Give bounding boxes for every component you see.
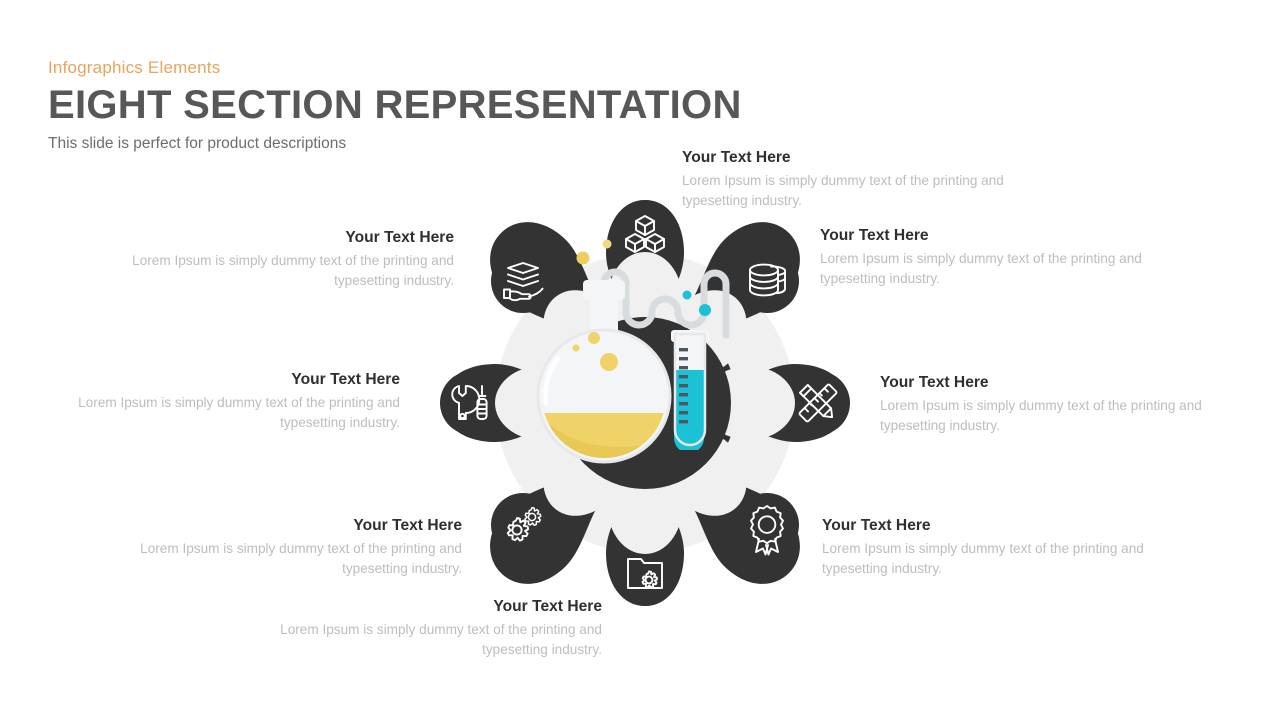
- page-title: EIGHT SECTION REPRESENTATION: [48, 83, 742, 128]
- section-callout-bottom: Your Text Here Lorem Ipsum is simply dum…: [250, 597, 602, 660]
- chemistry-lab-illustration: [536, 239, 730, 464]
- section-body-top: Lorem Ipsum is simply dummy text of the …: [682, 172, 1004, 208]
- eight-section-wheel: [440, 200, 850, 606]
- node-head-bottom-left: [491, 493, 555, 557]
- section-body-left: Lorem Ipsum is simply dummy text of the …: [78, 394, 400, 430]
- section-callout-top-left: Your Text Here Lorem Ipsum is simply dum…: [104, 228, 454, 291]
- condenser-tube: [600, 268, 730, 339]
- flask-highlight: [543, 355, 561, 406]
- database-stack-icon: [749, 263, 786, 297]
- section-title-left: Your Text Here: [291, 371, 400, 388]
- section-title-bottom: Your Text Here: [493, 598, 602, 615]
- section-callout-top-right: Your Text Here Lorem Ipsum is simply dum…: [820, 226, 1180, 289]
- section-title-top-right: Your Text Here: [820, 227, 929, 244]
- gears-icon: [506, 506, 542, 542]
- folder-gear-icon: [627, 558, 663, 589]
- pencil-ruler-icon: [798, 383, 838, 423]
- node-head-bottom: [613, 542, 677, 606]
- teal-bubble-1: [682, 290, 692, 300]
- test-tube-liquid: [674, 370, 704, 450]
- award-ribbon-icon: [750, 505, 784, 556]
- section-title-bottom-right: Your Text Here: [822, 517, 931, 534]
- section-body-bottom-right: Lorem Ipsum is simply dummy text of the …: [822, 540, 1144, 576]
- section-callout-bottom-left: Your Text Here Lorem Ipsum is simply dum…: [110, 516, 462, 579]
- section-title-right: Your Text Here: [880, 374, 989, 391]
- test-tube-graduations: [679, 348, 688, 424]
- eyebrow-label: Infographics Elements: [48, 58, 221, 77]
- escape-bubble-1: [576, 251, 590, 265]
- section-title-top-left: Your Text Here: [345, 229, 454, 246]
- teal-bubble-2: [699, 304, 711, 316]
- section-callout-bottom-right: Your Text Here Lorem Ipsum is simply dum…: [822, 516, 1182, 579]
- boxes-icon: [625, 215, 665, 253]
- test-tube-outline: [673, 332, 707, 447]
- section-body-right: Lorem Ipsum is simply dummy text of the …: [880, 397, 1202, 433]
- node-head-right: [786, 371, 850, 435]
- escape-bubble-2: [602, 239, 612, 249]
- wrench-screwdriver-icon: [451, 385, 488, 420]
- section-callout-left: Your Text Here Lorem Ipsum is simply dum…: [48, 370, 400, 433]
- slide-header: Infographics Elements EIGHT SECTION REPR…: [48, 58, 948, 154]
- flask-outline: [536, 328, 672, 464]
- section-callout-right: Your Text Here Lorem Ipsum is simply dum…: [880, 373, 1240, 436]
- node-head-left: [440, 371, 504, 435]
- node-head-top-left: [491, 249, 555, 313]
- hand-layers-icon: [503, 262, 544, 302]
- section-body-bottom: Lorem Ipsum is simply dummy text of the …: [280, 621, 602, 657]
- flask-bubble-small: [572, 344, 580, 352]
- slide-subtitle: This slide is perfect for product descri…: [48, 134, 347, 152]
- section-title-top: Your Text Here: [682, 149, 791, 166]
- section-body-top-left: Lorem Ipsum is simply dummy text of the …: [132, 252, 454, 288]
- section-title-bottom-left: Your Text Here: [353, 517, 462, 534]
- flask-bubble-mid: [588, 332, 600, 344]
- section-body-bottom-left: Lorem Ipsum is simply dummy text of the …: [140, 540, 462, 576]
- node-head-bottom-right: [735, 493, 799, 557]
- flask-stopper: [583, 280, 625, 300]
- section-body-top-right: Lorem Ipsum is simply dummy text of the …: [820, 250, 1142, 286]
- section-callout-top: Your Text Here Lorem Ipsum is simply dum…: [682, 148, 1042, 211]
- flask-bubble-large: [600, 353, 618, 371]
